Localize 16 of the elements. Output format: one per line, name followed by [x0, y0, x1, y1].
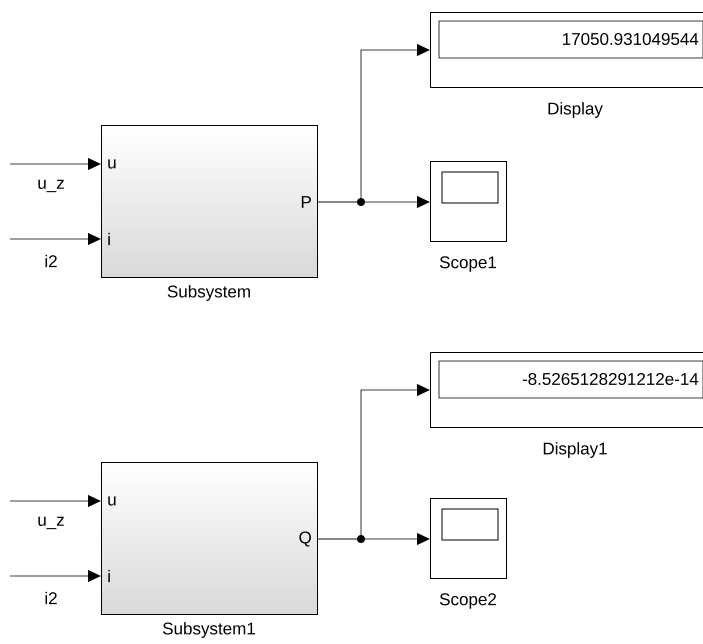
block-name: Display1: [544, 442, 607, 458]
block-name: Subsystem1: [163, 622, 255, 638]
scope-block: [430, 498, 507, 579]
signal-label: u_z: [36, 178, 66, 194]
display-block: -8.5265128291212e-14: [430, 352, 703, 428]
signal-label: i2: [43, 590, 59, 606]
signal-label: u_z: [36, 516, 66, 530]
display-block: 17050.931049544: [430, 12, 703, 88]
block-name: Subsystem: [168, 285, 250, 301]
block-name: Scope1: [440, 256, 496, 272]
subsystem-block: u i P: [101, 125, 318, 278]
scope-block: [430, 161, 507, 242]
signal-label: i2: [43, 254, 59, 268]
block-name: Display: [548, 102, 603, 118]
block-name: Scope2: [440, 593, 496, 609]
subsystem-block: u i Q: [101, 462, 318, 615]
